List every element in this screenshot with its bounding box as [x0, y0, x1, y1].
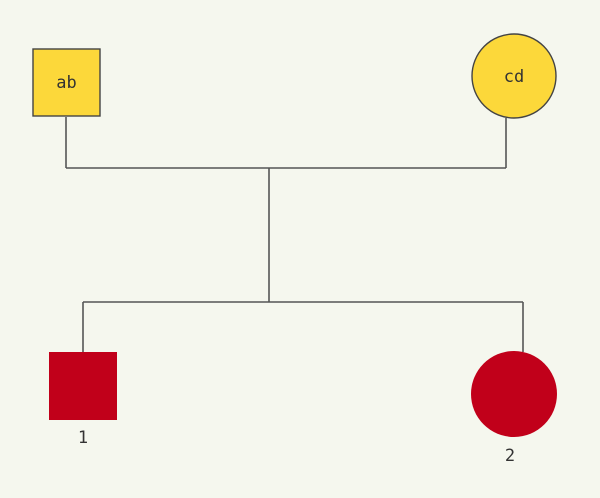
mother-genotype-label: cd [504, 67, 524, 87]
pedigree-lines [65, 117, 524, 352]
child-2-circle [471, 351, 557, 437]
child-1-node: 1 [49, 352, 117, 448]
father-node: ab [32, 48, 101, 117]
father-genotype-label: ab [56, 73, 76, 93]
child-2-number: 2 [505, 446, 515, 466]
child-1-number: 1 [78, 428, 88, 448]
child-2-node: 2 [471, 351, 557, 466]
father-square [32, 48, 101, 117]
mother-circle [471, 33, 557, 119]
mother-node: cd [471, 33, 557, 119]
child-1-square [49, 352, 117, 420]
